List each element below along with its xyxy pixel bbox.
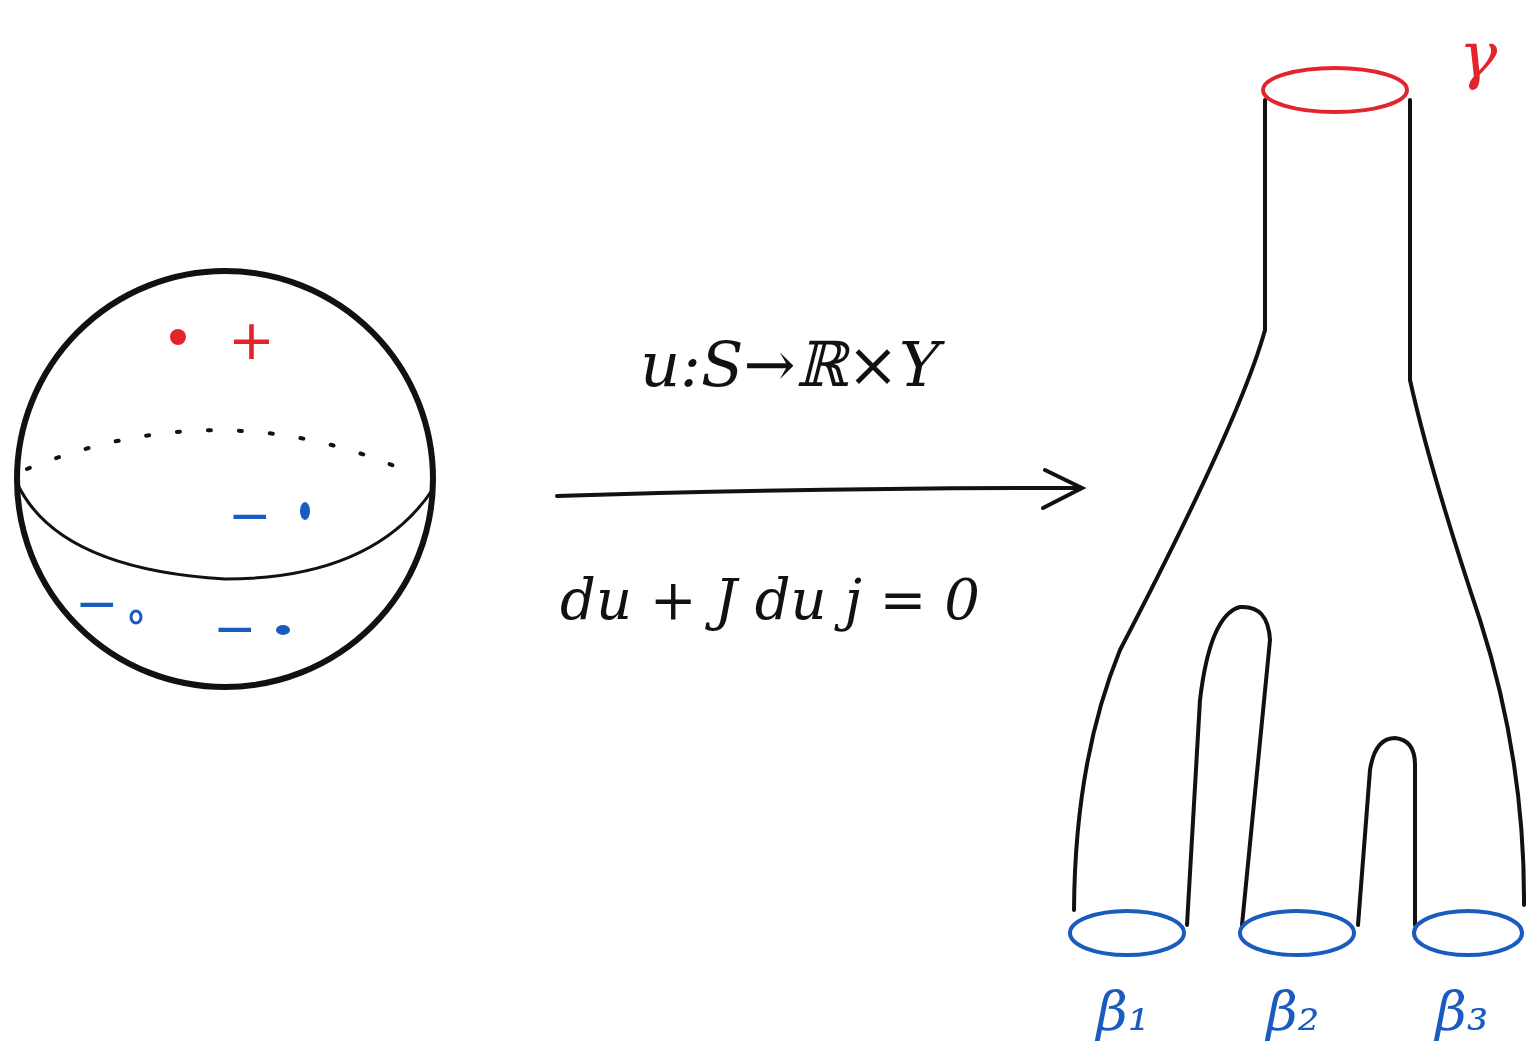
orbit-beta xyxy=(1414,911,1522,955)
punctured-sphere: + − − − xyxy=(13,267,437,691)
orbit-gamma xyxy=(1263,68,1407,112)
orbit-label: β₂ xyxy=(1267,985,1320,1039)
orbit-label: γ xyxy=(1459,23,1497,87)
negative-puncture-sign: − xyxy=(213,602,257,654)
orbit-label: β₃ xyxy=(1436,985,1489,1039)
orbit-beta xyxy=(1070,911,1184,955)
positive-puncture-sign: + xyxy=(228,312,275,368)
negative-puncture-sign: − xyxy=(75,577,119,629)
map-label: u:S→ℝ×Y xyxy=(640,334,940,396)
equation-label: du + J du j = 0 xyxy=(560,572,980,628)
negative-puncture-sign: − xyxy=(228,489,272,541)
map-arrow xyxy=(557,470,1082,508)
orbit-label: β₁ xyxy=(1097,985,1150,1039)
orbit-beta xyxy=(1240,911,1354,955)
cobordism-surface xyxy=(1074,100,1524,925)
